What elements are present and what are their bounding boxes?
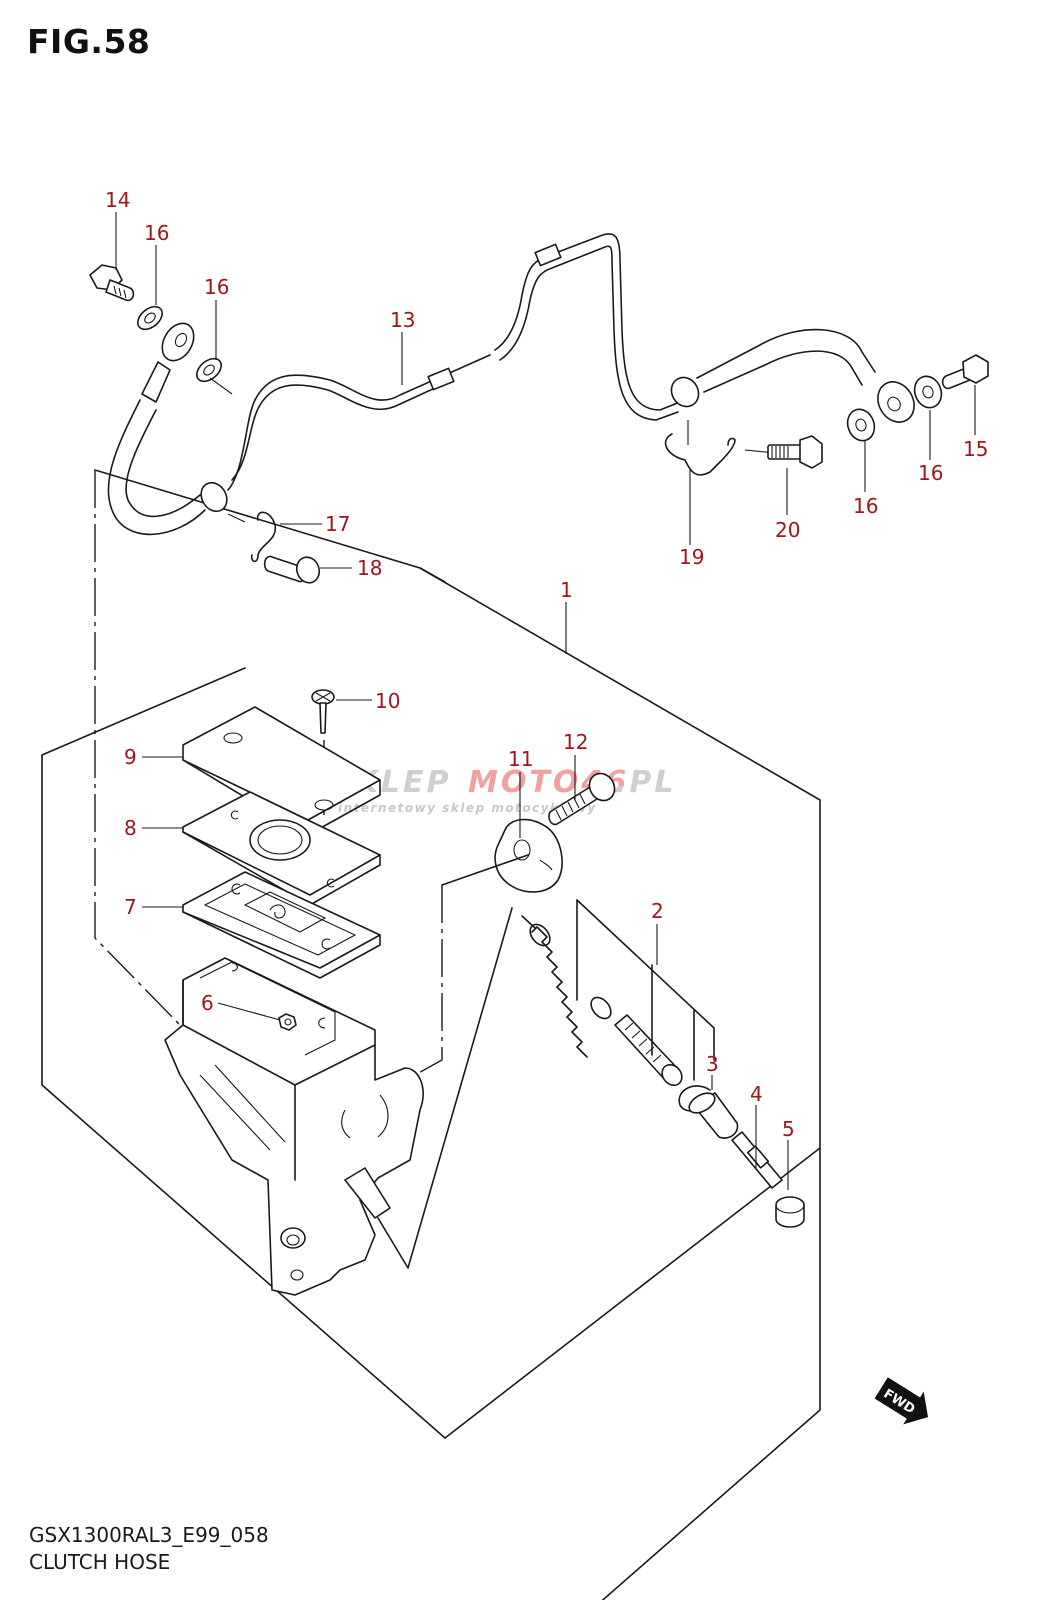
watermark-suffix: .PL [615,765,677,800]
hose-clamp-upper[interactable] [250,511,277,563]
piston[interactable] [614,1014,686,1089]
piston-spring[interactable] [526,921,615,1058]
callout-20[interactable]: 20 [775,518,800,542]
watermark: SKLEP MOTO46 .PL internetowy sklep motoc… [330,765,677,815]
callout-6[interactable]: 6 [201,991,214,1015]
gasket-upper-2[interactable] [192,354,225,386]
callout-5[interactable]: 5 [782,1117,795,1141]
callout-16-a[interactable]: 16 [144,221,169,245]
callout-10[interactable]: 10 [375,689,400,713]
model-code: GSX1300RAL3_E99_058 [29,1523,269,1547]
callouts: 14 16 16 13 17 18 19 20 16 16 15 1 10 9 … [105,188,988,1141]
callout-11[interactable]: 11 [508,747,533,771]
gasket-upper-1[interactable] [133,302,166,334]
union-bolt-lower[interactable] [941,354,989,390]
diaphragm[interactable] [182,871,381,979]
master-cylinder-body[interactable] [164,957,424,1296]
clamp-bolt-lower[interactable] [767,435,823,469]
clutch-hose[interactable] [107,233,921,536]
callout-19[interactable]: 19 [679,545,704,569]
callout-3[interactable]: 3 [706,1052,719,1076]
callout-2[interactable]: 2 [651,899,664,923]
callout-18[interactable]: 18 [357,556,382,580]
gasket-lower-1[interactable] [843,406,878,445]
boot[interactable] [686,1089,739,1139]
assembly-boundary [41,469,821,1600]
leader-lines [115,212,976,1190]
holder[interactable] [494,818,563,893]
callout-16-b[interactable]: 16 [204,275,229,299]
callout-8[interactable]: 8 [124,816,137,840]
hose-clamp-lower[interactable] [664,433,736,476]
plate[interactable] [182,791,381,906]
callout-9[interactable]: 9 [124,745,137,769]
callout-7[interactable]: 7 [124,895,137,919]
gasket-lower-2[interactable] [910,373,945,412]
push-rod[interactable] [731,1131,783,1189]
callout-13[interactable]: 13 [390,308,415,332]
holder-bolt[interactable] [548,769,619,826]
cap-screw[interactable] [311,689,335,734]
fwd-direction-arrow: FWD [874,1377,929,1425]
clamp-bolt-upper[interactable] [263,554,323,586]
callout-12[interactable]: 12 [563,730,588,754]
callout-1[interactable]: 1 [560,578,573,602]
callout-16-c[interactable]: 16 [853,494,878,518]
callout-4[interactable]: 4 [750,1082,763,1106]
union-bolt-upper[interactable] [89,264,135,302]
section-name: CLUTCH HOSE [29,1550,171,1574]
callout-17[interactable]: 17 [325,512,350,536]
nut[interactable] [278,1013,297,1031]
callout-14[interactable]: 14 [105,188,130,212]
callout-16-d[interactable]: 16 [918,461,943,485]
cap[interactable] [775,1196,805,1228]
figure-title: FIG.58 [27,22,151,61]
callout-15[interactable]: 15 [963,437,988,461]
watermark-tagline: internetowy sklep motocyklowy [338,801,597,815]
